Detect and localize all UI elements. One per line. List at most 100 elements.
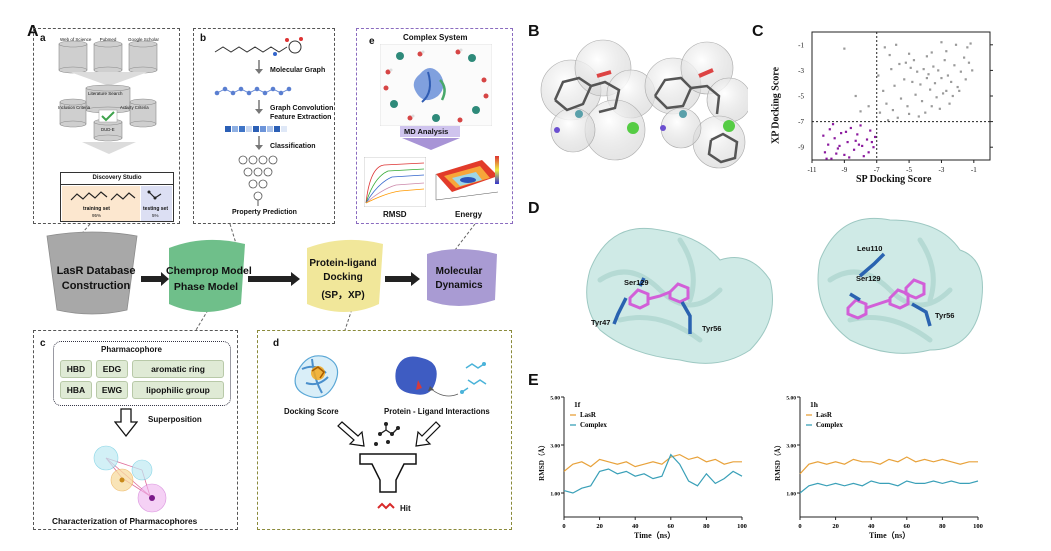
scatter-point-s0-60	[968, 62, 970, 64]
scatter-point-s0-16	[960, 71, 962, 73]
scatter-point-s0-59	[955, 44, 957, 46]
scatter-point-s1-15	[872, 146, 874, 148]
scatter-ylabel: XP Docking Score	[771, 56, 782, 156]
scatter-point-s0-54	[890, 68, 892, 70]
scatter-point-s1-1	[827, 144, 829, 146]
scatter-ytick-label: -3	[798, 67, 804, 75]
scatter-point-s0-25	[906, 105, 908, 107]
scatter-point-s1-14	[869, 129, 871, 131]
scatter-point-s1-0	[824, 151, 826, 153]
rmsd-1h-ylabel: RMSD（Å）	[773, 431, 783, 491]
rmsd-chart-1h: 0204060801001.003.005.001hLasRComplex	[766, 385, 996, 545]
sub-letter-c: c	[40, 338, 46, 349]
scatter-point-s0-37	[952, 95, 954, 97]
scatter-point-s0-9	[937, 69, 939, 71]
scatter-point-s1-9	[853, 149, 855, 151]
scatter-point-s0-15	[957, 86, 959, 88]
scatter-point-s0-39	[965, 78, 967, 80]
scatter-point-s1-16	[874, 136, 876, 138]
stage2-line1: Chemprop Model	[166, 265, 246, 277]
scatter-point-s0-32	[911, 81, 913, 83]
x-tick-label: 40	[632, 523, 639, 530]
scatter-point-s0-46	[897, 117, 899, 119]
rmsd-1f-xlabel: Time（ns）	[634, 530, 675, 541]
feature-ewg: EWG	[96, 381, 128, 399]
pharmacophore-caption: Characterization of Pharmacophores	[52, 516, 197, 526]
scatter-point-s1-29	[835, 153, 837, 155]
scatter-point-s0-43	[924, 112, 926, 114]
rmsd-chart-title: 1h	[810, 400, 819, 409]
stage1-line1: LasR Database	[56, 265, 136, 277]
docking-protein-graphic	[288, 345, 348, 403]
scatter-point-s1-19	[848, 156, 850, 158]
scatter-point-s0-55	[898, 63, 900, 65]
y-tick-label: 1.00	[786, 492, 796, 498]
scatter-point-s1-27	[871, 141, 873, 143]
scatter-point-s0-34	[926, 77, 928, 79]
scatter-point-s1-17	[829, 128, 831, 130]
scatter-point-s0-13	[950, 81, 952, 83]
scatter-point-s0-27	[892, 109, 894, 111]
scatter-point-s0-17	[963, 57, 965, 59]
scatter-point-s0-58	[940, 41, 942, 43]
scatter-point-s0-33	[919, 83, 921, 85]
x-tick-label: 20	[832, 523, 839, 530]
residue-right-leu110: Leu110	[857, 244, 882, 253]
y-tick-label: 1.00	[550, 492, 560, 498]
scatter-point-s1-24	[845, 131, 847, 133]
legend-label: Complex	[580, 421, 607, 429]
scatter-point-s1-26	[861, 145, 863, 147]
scatter-point-s1-25	[855, 140, 857, 142]
stage4-line1: Molecular	[424, 266, 494, 277]
y-tick-label: 3.00	[786, 444, 796, 450]
superposition-label: Superposition	[148, 415, 202, 424]
scatter-point-s0-10	[940, 77, 942, 79]
scatter-point-s0-40	[948, 103, 950, 105]
stage3-line2: Docking	[303, 272, 383, 283]
feature-lipophilic: lipophilic group	[132, 381, 224, 399]
feature-edg: EDG	[96, 360, 128, 378]
scatter-point-s0-11	[944, 59, 946, 61]
rmsd-chart-1f: 0204060801001.003.005.001fLasRComplex	[530, 385, 760, 545]
scatter-point-s0-53	[843, 48, 845, 50]
scatter-point-s1-3	[834, 137, 836, 139]
scatter-point-s0-50	[868, 105, 870, 107]
scatter-point-s0-26	[900, 97, 902, 99]
scatter-ytick-label: -5	[798, 93, 804, 101]
rmsd-1h-xlabel: Time（ns）	[869, 530, 910, 541]
stage3-line3: (SP，XP)	[303, 286, 383, 301]
molecule-shape-overlay	[533, 30, 748, 190]
sub-letter-d: d	[273, 338, 279, 349]
interaction-graphic	[388, 350, 498, 402]
scatter-point-s0-29	[879, 112, 881, 114]
rmsd-line-complex	[564, 455, 742, 493]
y-tick-label: 5.00	[786, 396, 796, 402]
legend-label: LasR	[580, 411, 597, 419]
scatter-point-s0-30	[893, 85, 895, 87]
x-tick-label: 40	[868, 523, 875, 530]
scatter-point-s0-2	[895, 44, 897, 46]
residue-right-tyr56: Tyr56	[935, 311, 954, 320]
scatter-point-s1-5	[840, 132, 842, 134]
scatter-point-s1-4	[837, 147, 839, 149]
scatter-point-s0-22	[929, 89, 931, 91]
scatter-xlabel: SP Docking Score	[856, 174, 931, 185]
residue-left-ser129: Ser129	[624, 278, 649, 287]
scatter-point-s0-28	[885, 103, 887, 105]
scatter-point-s0-61	[971, 69, 973, 71]
scatter-ytick-label: -9	[798, 144, 804, 152]
y-tick-label: 5.00	[550, 396, 560, 402]
scatter-point-s0-35	[934, 82, 936, 84]
scatter-point-s0-3	[905, 62, 907, 64]
x-tick-label: 80	[703, 523, 710, 530]
x-tick-label: 20	[596, 523, 603, 530]
stage2-line2: Phase Model	[166, 281, 246, 293]
rmsd-line-complex	[800, 481, 978, 493]
residue-right-ser129: Ser129	[856, 274, 881, 283]
scatter-point-s0-45	[908, 113, 910, 115]
scatter-point-s1-21	[868, 151, 870, 153]
scatter-xtick-label: -9	[841, 166, 847, 174]
scatter-point-s1-2	[830, 158, 832, 160]
scatter-point-s0-12	[947, 74, 949, 76]
scatter-point-s0-38	[958, 90, 960, 92]
